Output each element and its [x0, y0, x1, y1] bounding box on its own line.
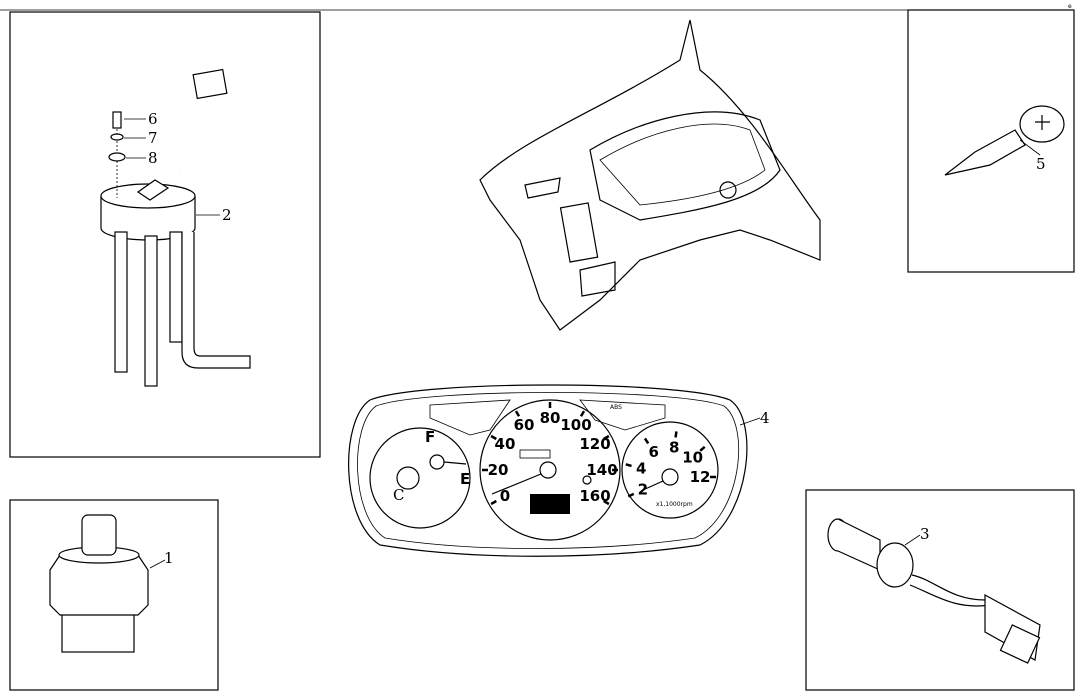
callout-6: 6 [148, 110, 158, 128]
speed-label-40: 40 [495, 435, 516, 453]
corner-mark: e [1068, 3, 1072, 10]
callout-4: 4 [760, 409, 770, 427]
abs-warning: ABS [610, 404, 622, 411]
fuel-empty-label: E [460, 470, 470, 488]
speed-label-120: 120 [579, 435, 610, 453]
speed-tick [603, 499, 610, 506]
speed-tick [514, 410, 521, 417]
speed-label-20: 20 [488, 461, 509, 479]
speed-tick [490, 499, 497, 506]
tacho-label-8: 8 [669, 438, 679, 456]
tacho-tick [699, 445, 706, 452]
callout-8: 8 [148, 149, 158, 167]
speed-tick [490, 434, 497, 441]
tacho-tick [643, 437, 650, 445]
tachometer [621, 421, 719, 519]
speedometer [479, 399, 621, 541]
panel-connector: 3 [805, 489, 1075, 691]
temp-cold-label: C [393, 486, 404, 504]
tacho-tick [627, 492, 635, 498]
speed-label-100: 100 [560, 416, 591, 434]
speed-label-80: 80 [540, 409, 561, 427]
panel-fuel-sender: 6 7 8 2 [9, 11, 321, 458]
speed-label-140: 140 [586, 461, 617, 479]
callout-7: 7 [148, 129, 158, 147]
callout-5: 5 [1036, 155, 1046, 173]
speed-tick [579, 410, 586, 417]
panel-screw: 5 [907, 9, 1075, 273]
fuel-full-label: F [425, 428, 435, 446]
dashboard-illustration [479, 19, 821, 331]
callout-3: 3 [920, 525, 930, 543]
tacho-label-4: 4 [636, 460, 646, 478]
speed-label-160: 160 [579, 487, 610, 505]
panel-temp-sender: 1 [9, 499, 219, 691]
tacho-label-10: 10 [682, 448, 703, 466]
tacho-label-2: 2 [638, 481, 648, 499]
callout-2: 2 [222, 206, 232, 224]
tacho-tick [625, 463, 632, 468]
speed-label-60: 60 [514, 416, 535, 434]
tacho-label-6: 6 [648, 443, 658, 461]
tacho-tick [674, 431, 678, 438]
tacho-label-12: 12 [690, 468, 711, 486]
tacho-unit: x1,1000rpm [656, 501, 693, 508]
callout-1: 1 [164, 549, 174, 567]
speed-label-0: 0 [500, 487, 510, 505]
speed-tick [603, 434, 610, 441]
fuel-temp-gauge [369, 427, 471, 529]
